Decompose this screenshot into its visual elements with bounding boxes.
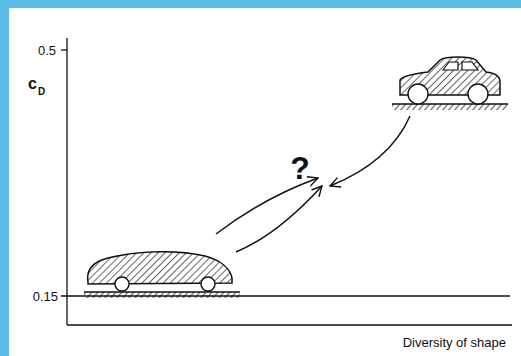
ground-hatch [84, 292, 240, 298]
tick [61, 49, 67, 50]
arrow [330, 116, 410, 186]
tick-label: 0.5 [38, 44, 56, 57]
frame-band [0, 0, 9, 356]
car-window [443, 62, 478, 70]
axes [61, 38, 512, 325]
axis-title: Diversity of shape [403, 336, 506, 349]
axis-subscript: D [38, 87, 45, 97]
ground-hatch [392, 104, 508, 110]
wheel [201, 277, 215, 291]
wheel [115, 277, 129, 291]
ground-line [84, 291, 240, 292]
wheel [408, 84, 428, 104]
sedan-car [392, 57, 508, 110]
tick-label: 0.15 [33, 290, 58, 303]
axis-symbol: c [28, 76, 37, 92]
frame-band [0, 0, 521, 8]
question-mark: ? [290, 152, 310, 184]
y-axis [66, 38, 67, 325]
streamlined-car [84, 252, 240, 298]
ground-line [392, 103, 508, 104]
arrows [216, 116, 410, 252]
arrow [236, 186, 322, 252]
wheel [468, 84, 488, 104]
x-axis [67, 324, 512, 325]
